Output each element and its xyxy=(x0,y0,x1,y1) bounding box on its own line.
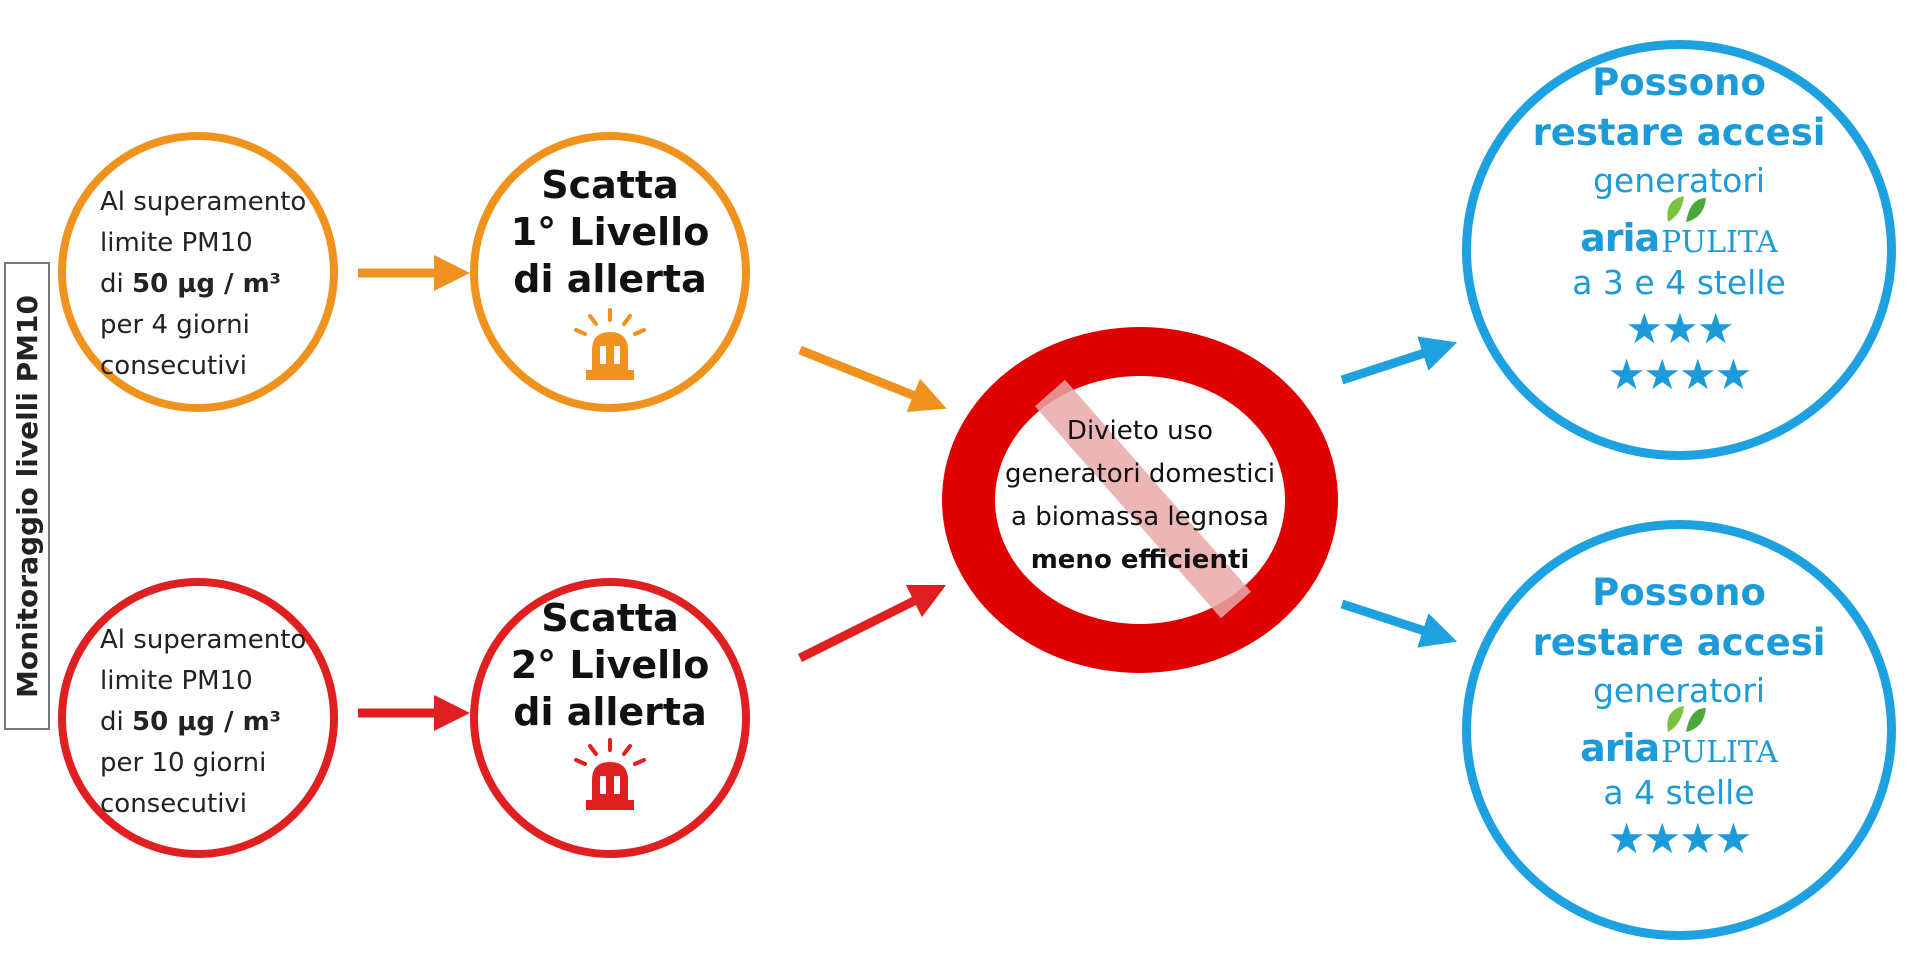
allowed-line-bold: Possono xyxy=(1592,61,1766,104)
level1-condition-circle xyxy=(58,132,338,412)
arrow-icon xyxy=(1340,336,1458,385)
threshold-value: 50 µg / m³ xyxy=(132,707,282,737)
logo-aria-word: aria xyxy=(1580,726,1660,770)
level2-alert-title: Scatta 2° Livello di allerta xyxy=(470,595,750,736)
level2-condition-circle xyxy=(58,578,338,858)
alert-title-line: di allerta xyxy=(513,690,707,734)
level1-duration-suffix: consecutivi xyxy=(100,351,248,381)
prohibition-sign-icon xyxy=(942,327,1338,673)
threshold-value: 50 µg / m³ xyxy=(132,269,282,299)
allowed-4-stars-circle xyxy=(1462,520,1896,940)
allowed-line-bold: restare accesi xyxy=(1532,621,1826,664)
allowed-3-4-stars-circle xyxy=(1462,40,1896,460)
siren-icon xyxy=(574,308,646,380)
level1-duration: per 4 giorni xyxy=(100,310,250,340)
threshold-prefix: di xyxy=(100,707,132,737)
alert-title-line: di allerta xyxy=(513,257,707,301)
ban-text: Divieto uso generatori domestici a bioma… xyxy=(1000,410,1280,582)
level2-condition-line: limite PM10 xyxy=(100,666,253,696)
ban-line: a biomassa legnosa xyxy=(1011,502,1269,532)
arrow-icon xyxy=(798,345,947,413)
arrow-icon xyxy=(797,584,947,663)
level2-condition-text: Al superamento limite PM10 di 50 µg / m³… xyxy=(100,620,340,825)
siren-icon xyxy=(574,738,646,810)
alert-title-line: Scatta xyxy=(541,163,679,207)
allowed-stars-text: a 3 e 4 stelle xyxy=(1572,263,1786,302)
allowed-line: generatori xyxy=(1592,671,1766,710)
ban-line: generatori domestici xyxy=(1004,459,1276,489)
ban-line: Divieto uso xyxy=(1066,416,1214,446)
level2-threshold: di 50 µg / m³ xyxy=(100,702,340,743)
allowed-stars-text: a 4 stelle xyxy=(1603,773,1755,812)
level2-condition-line: Al superamento xyxy=(100,625,307,655)
monitoring-side-label: Monitoraggio livelli PM10 xyxy=(4,262,50,730)
level1-alert-title: Scatta 1° Livello di allerta xyxy=(470,162,750,303)
ban-line-bold: meno efficienti xyxy=(1030,545,1250,575)
level2-duration: per 10 giorni xyxy=(100,748,267,778)
alert-title-line: 1° Livello xyxy=(510,210,710,254)
threshold-prefix: di xyxy=(100,269,132,299)
level1-condition-line: Al superamento xyxy=(100,187,307,217)
allowed-line-bold: restare accesi xyxy=(1532,111,1826,154)
level1-condition-text: Al superamento limite PM10 di 50 µg / m³… xyxy=(100,182,340,387)
logo-pulita-word: PULITA xyxy=(1661,225,1778,260)
alert-title-line: 2° Livello xyxy=(510,643,710,687)
star-rating-4: ★★★★ xyxy=(1607,350,1753,399)
level1-threshold: di 50 µg / m³ xyxy=(100,264,340,305)
allowed-line: generatori xyxy=(1592,161,1766,200)
leaf-icon xyxy=(1667,196,1706,222)
logo-aria-word: aria xyxy=(1580,216,1660,260)
star-rating-4: ★★★★ xyxy=(1607,814,1753,863)
logo-pulita-word: PULITA xyxy=(1661,735,1778,770)
level2-duration-suffix: consecutivi xyxy=(100,789,248,819)
level1-condition-line: limite PM10 xyxy=(100,228,253,258)
alert-title-line: Scatta xyxy=(541,596,679,640)
allowed-line-bold: Possono xyxy=(1592,571,1766,614)
arrow-icon xyxy=(1340,599,1458,648)
leaf-icon xyxy=(1667,706,1706,732)
star-rating-3: ★★★ xyxy=(1625,304,1735,353)
level2-alert-circle xyxy=(470,578,750,858)
